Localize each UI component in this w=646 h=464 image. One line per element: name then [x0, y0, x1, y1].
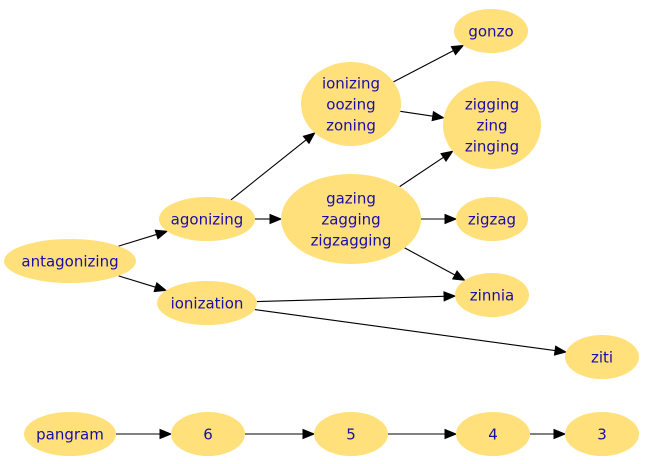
node-ellipse [314, 412, 388, 456]
node-gonzo[interactable]: gonzo [454, 9, 528, 53]
edge-ionization-to-zinnia [256, 291, 457, 303]
node-antagonizing[interactable]: antagonizing [4, 239, 136, 283]
edge-agonizing-to-ionizing [230, 132, 316, 201]
edge-agonizing-to-gazing [255, 213, 283, 225]
arrowhead-icon [431, 110, 445, 122]
edge-ionizing-to-zigging [400, 110, 445, 122]
arrowhead-icon [153, 282, 168, 293]
arrowhead-icon [444, 428, 458, 440]
arrowhead-icon [553, 345, 568, 356]
edge-ionizing-to-gonzo [393, 44, 465, 83]
edge-ionization-to-ziti [254, 308, 568, 356]
node-label: ionization [171, 295, 244, 313]
node-n5[interactable]: 5 [314, 412, 388, 456]
node-label: 4 [488, 426, 498, 444]
node-label: pangram [36, 426, 104, 444]
edge-line [399, 156, 444, 188]
node-label: zigzag [468, 211, 516, 229]
edge-line [404, 247, 456, 276]
node-label: 3 [597, 426, 607, 444]
arrowhead-icon [444, 213, 458, 225]
node-ellipse [159, 197, 255, 241]
edge-line [256, 295, 445, 303]
edge-antagonizing-to-agonizing [118, 229, 169, 247]
edge-line [393, 50, 454, 83]
node-agonizing[interactable]: agonizing [159, 197, 255, 241]
edge-line [118, 275, 156, 288]
node-pangram[interactable]: pangram [24, 412, 116, 456]
arrowhead-icon [269, 213, 283, 225]
node-label: zinnia [470, 287, 514, 305]
node-ellipse [281, 174, 421, 264]
node-label: gazing [326, 190, 376, 208]
node-label: oozing [326, 96, 375, 114]
arrowhead-icon [440, 150, 454, 162]
node-label: ziti [591, 349, 613, 367]
node-label: 6 [203, 426, 213, 444]
edge-gazing-to-zigzag [421, 213, 458, 225]
edge-gazing-to-zinnia [404, 247, 466, 281]
node-n3[interactable]: 3 [565, 412, 639, 456]
node-zinnia[interactable]: zinnia [455, 273, 529, 317]
node-ionizing[interactable]: ionizing oozing zoning [301, 62, 401, 146]
node-ellipse [443, 81, 541, 169]
arrowhead-icon [159, 428, 173, 440]
node-ellipse [157, 281, 257, 325]
edge-gazing-to-zigging [399, 150, 454, 188]
node-label: antagonizing [21, 253, 118, 271]
node-zigzag[interactable]: zigzag [456, 197, 528, 241]
node-label: agonizing [171, 211, 244, 229]
edge-n6-to-n5 [245, 428, 316, 440]
arrowhead-icon [443, 291, 457, 302]
edge-pangram-to-n6 [116, 428, 173, 440]
edge-line [230, 139, 307, 201]
node-ellipse [565, 335, 639, 379]
node-ziti[interactable]: ziti [565, 335, 639, 379]
node-label: gonzo [468, 23, 513, 41]
node-ellipse [455, 273, 529, 317]
node-ionization[interactable]: ionization [157, 281, 257, 325]
arrowhead-icon [302, 428, 316, 440]
node-ellipse [565, 412, 639, 456]
node-ellipse [24, 412, 116, 456]
edge-line [254, 308, 556, 352]
node-ellipse [456, 412, 530, 456]
node-label: zigging [465, 96, 519, 114]
node-gazing[interactable]: gazing zagging zigzagging [281, 174, 421, 264]
edge-line [118, 233, 157, 247]
edge-n5-to-n4 [388, 428, 458, 440]
node-label: zigzagging [311, 232, 392, 250]
node-label: 5 [346, 426, 356, 444]
arrowhead-icon [451, 270, 466, 281]
node-label: zinging [465, 138, 519, 156]
node-ellipse [456, 197, 528, 241]
node-label: ionizing [322, 75, 380, 93]
node-label: zoning [326, 117, 376, 135]
node-label: zagging [321, 211, 380, 229]
node-ellipse [171, 412, 245, 456]
node-label: zing [476, 117, 507, 135]
arrowhead-icon [553, 428, 567, 440]
arrowhead-icon [154, 229, 169, 240]
arrowhead-icon [450, 44, 465, 56]
node-ellipse [4, 239, 136, 283]
node-ellipse [301, 62, 401, 146]
edge-line [400, 110, 433, 117]
arrowhead-icon [302, 132, 316, 145]
node-ellipse [454, 9, 528, 53]
node-n6[interactable]: 6 [171, 412, 245, 456]
edge-n4-to-n3 [530, 428, 567, 440]
edge-antagonizing-to-ionization [118, 275, 168, 293]
node-n4[interactable]: 4 [456, 412, 530, 456]
node-zigging[interactable]: zigging zing zinging [443, 81, 541, 169]
